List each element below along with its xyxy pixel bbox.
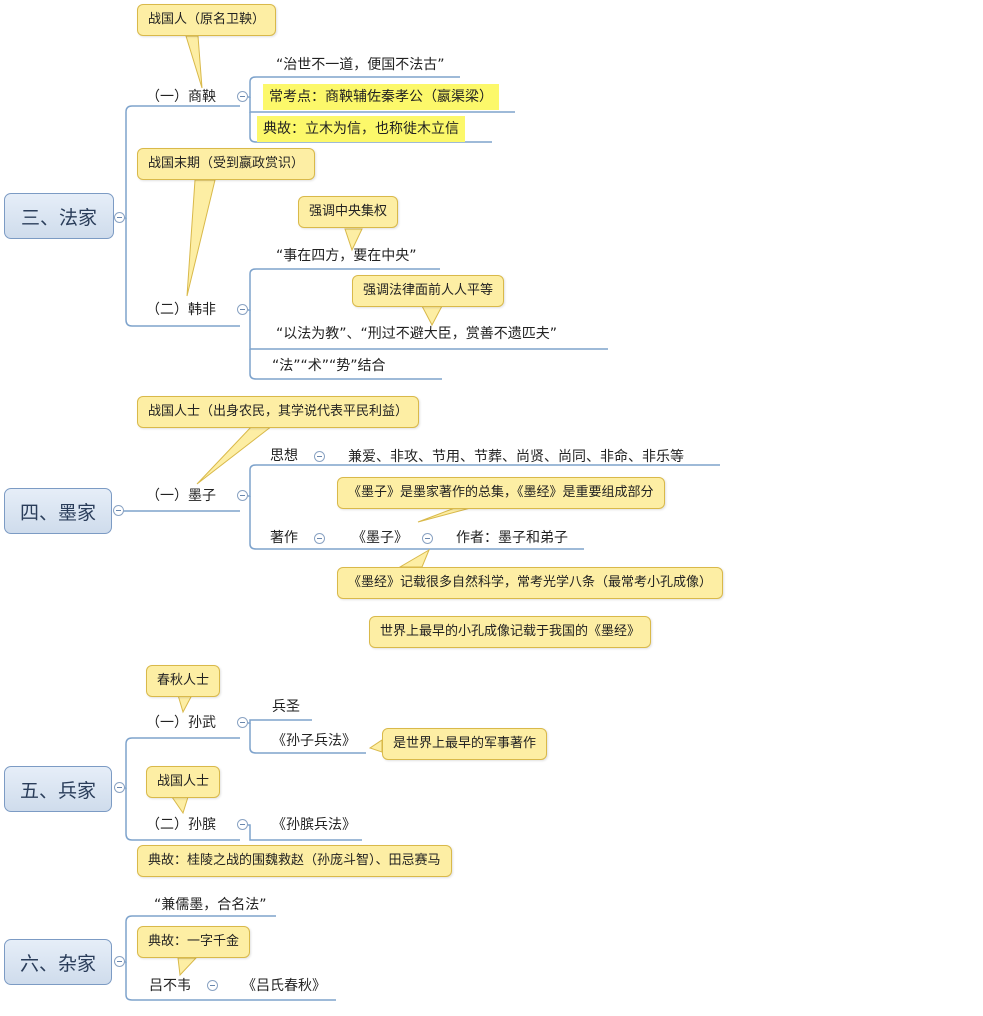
callout-sunbin-story: 典故：桂陵之战的围魏救赵（孙庞斗智）、田忌赛马 <box>137 845 452 877</box>
label-thought[interactable]: 思想 <box>270 448 298 464</box>
callout-central-power: 强调中央集权 <box>298 196 399 228</box>
leaf-hanfei-quote-1[interactable]: “事在四方，要在中央” <box>276 248 417 264</box>
collapse-toggle-icon[interactable] <box>114 956 125 967</box>
branch-sunwu[interactable]: （一）孙武 <box>146 715 216 731</box>
collapse-toggle-icon[interactable] <box>114 782 125 793</box>
collapse-toggle-icon[interactable] <box>114 212 125 223</box>
collapse-toggle-icon[interactable] <box>314 451 325 462</box>
callout-zajia-story: 典故：一字千金 <box>137 926 251 958</box>
leaf-mozi-author[interactable]: 作者：墨子和弟子 <box>456 530 568 546</box>
label-works[interactable]: 著作 <box>270 530 298 546</box>
collapse-toggle-icon[interactable] <box>422 533 433 544</box>
leaf-mozi-book[interactable]: 《墨子》 <box>352 530 408 546</box>
branch-sunbin[interactable]: （二）孙膑 <box>146 817 216 833</box>
root-node-zajia[interactable]: 六、杂家 <box>4 939 112 985</box>
leaf-shangyang-story[interactable]: 典故：立木为信，也称徙木立信 <box>257 116 465 142</box>
callout-mozi-origin: 战国人士（出身农民，其学说代表平民利益） <box>137 396 420 428</box>
leaf-sunwu-title[interactable]: 兵圣 <box>272 699 300 715</box>
leaf-mozi-thought[interactable]: 兼爱、非攻、节用、节葬、尚贤、尚同、非命、非乐等 <box>348 449 684 465</box>
root-node-mojia[interactable]: 四、墨家 <box>4 488 112 534</box>
collapse-toggle-icon[interactable] <box>207 980 218 991</box>
leaf-hanfei-combo[interactable]: “法”“术”“势”结合 <box>272 358 386 374</box>
callout-hanfei-era: 战国末期（受到嬴政赏识） <box>137 148 316 180</box>
callout-sunbin-era: 战国人士 <box>146 766 221 798</box>
collapse-toggle-icon[interactable] <box>314 533 325 544</box>
branch-hanfei[interactable]: （二）韩非 <box>146 302 216 318</box>
leaf-sunwu-book[interactable]: 《孙子兵法》 <box>272 733 356 749</box>
leaf-shangyang-keypoint[interactable]: 常考点：商鞅辅佐秦孝公（嬴渠梁） <box>263 84 499 110</box>
callout-mojing-science: 《墨经》记载很多自然科学，常考光学八条（最常考小孔成像） <box>337 567 724 599</box>
leaf-zajia-book[interactable]: 《吕氏春秋》 <box>242 978 326 994</box>
leaf-sunbin-book[interactable]: 《孙膑兵法》 <box>272 817 356 833</box>
leaf-hanfei-quote-2[interactable]: “以法为教”、“刑过不避大臣，赏善不遗匹夫” <box>276 326 558 342</box>
collapse-toggle-icon[interactable] <box>237 490 248 501</box>
collapse-toggle-icon[interactable] <box>237 91 248 102</box>
callout-pinhole-record: 世界上最早的小孔成像记载于我国的《墨经》 <box>369 616 652 648</box>
callout-sunwu-era: 春秋人士 <box>146 665 221 697</box>
root-node-fajia[interactable]: 三、法家 <box>4 193 114 239</box>
branch-mozi[interactable]: （一）墨子 <box>146 488 216 504</box>
branch-lubuwei[interactable]: 吕不韦 <box>149 978 191 994</box>
callout-mozi-collection: 《墨子》是墨家著作的总集，《墨经》是重要组成部分 <box>337 477 665 509</box>
leaf-shangyang-quote[interactable]: “治世不一道，便国不法古” <box>276 57 445 73</box>
root-node-bingjia[interactable]: 五、兵家 <box>4 766 112 812</box>
branch-shangyang[interactable]: （一）商鞅 <box>146 89 216 105</box>
leaf-zajia-quote[interactable]: “兼儒墨，合名法” <box>154 897 267 913</box>
collapse-toggle-icon[interactable] <box>237 819 248 830</box>
collapse-toggle-icon[interactable] <box>113 505 124 516</box>
collapse-toggle-icon[interactable] <box>237 717 248 728</box>
collapse-toggle-icon[interactable] <box>237 304 248 315</box>
callout-sunwu-note: 是世界上最早的军事著作 <box>382 728 548 760</box>
callout-shangyang-origin: 战国人（原名卫鞅） <box>137 4 277 36</box>
callout-equal-law: 强调法律面前人人平等 <box>352 275 505 307</box>
